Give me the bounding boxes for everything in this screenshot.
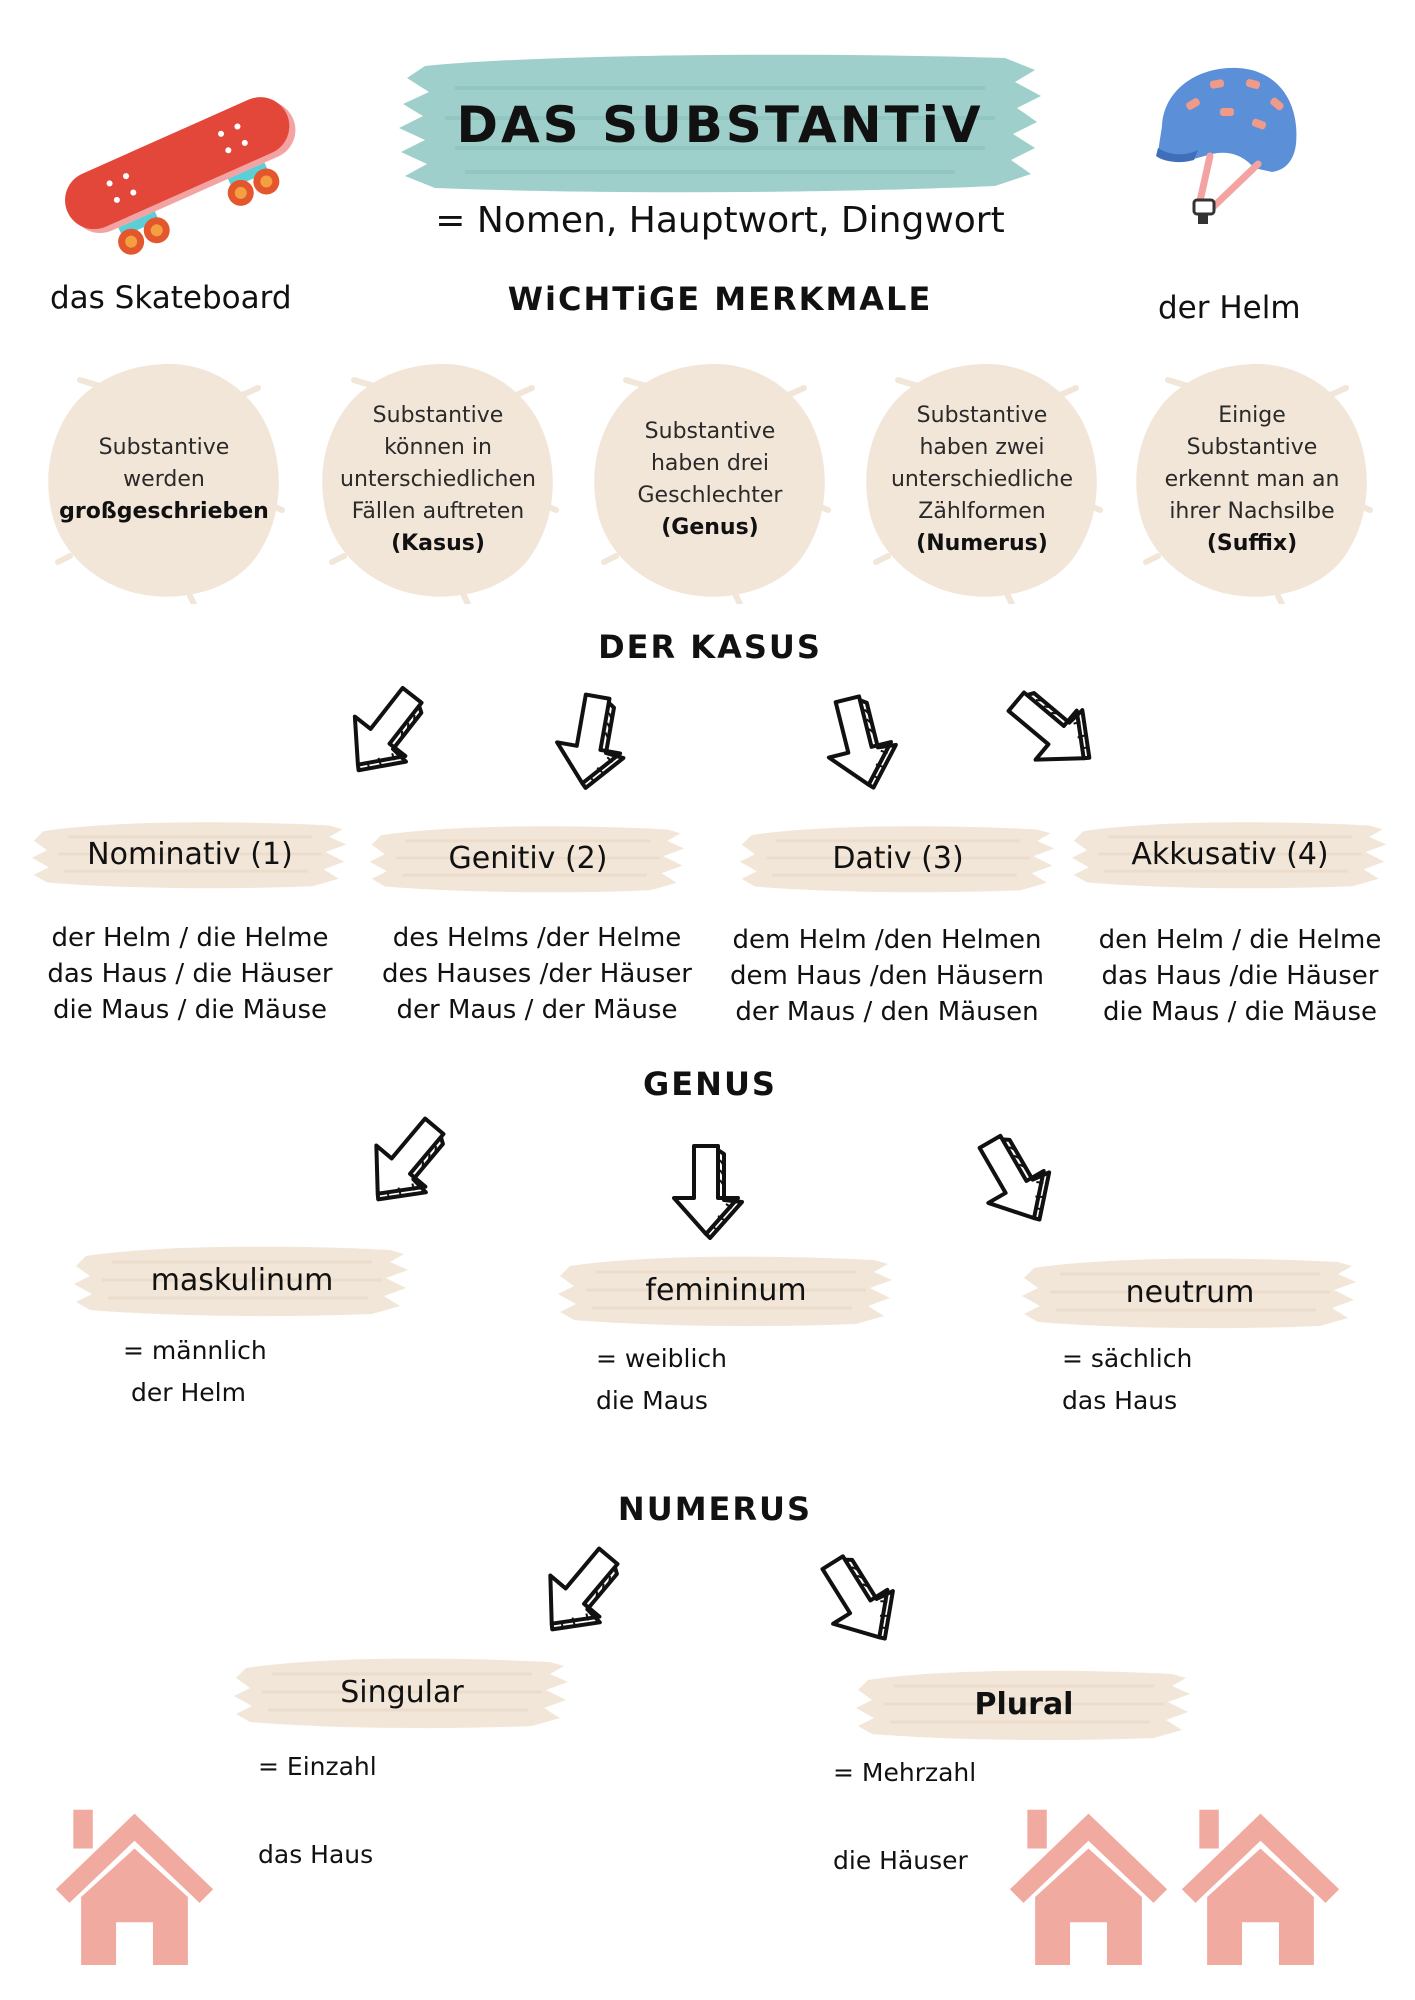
genus-example: die Maus (596, 1386, 708, 1415)
helmet-icon (1150, 60, 1310, 230)
case-examples-nominativ: der Helm / die Helme das Haus / die Häus… (30, 920, 350, 1028)
arrow-icon (980, 660, 1121, 801)
merkmal-circle-5: Einige Substantive erkennt man an ihrer … (1128, 356, 1376, 604)
merkmal-bold: (Kasus) (391, 531, 485, 556)
house-icon (1006, 1800, 1171, 1965)
example-line: die Maus / die Mäuse (52, 995, 328, 1025)
case-label-text: Nominativ (1) (87, 836, 293, 872)
example-line: der Maus / der Mäuse (396, 995, 678, 1025)
arrow-icon (336, 1090, 477, 1231)
case-label-text: Genitiv (2) (448, 840, 608, 876)
case-label-nominativ: Nominativ (1) (30, 816, 350, 892)
arrow-icon (656, 1140, 756, 1240)
merkmal-bold: (Numerus) (916, 531, 1048, 556)
example-line: dem Haus /den Häusern (729, 961, 1045, 991)
numerus-meaning: = Einzahl (258, 1752, 377, 1781)
house-icon (1178, 1800, 1343, 1965)
skateboard-caption: das Skateboard (50, 280, 292, 316)
merkmale-heading: WiCHTiGE MERKMALE (507, 280, 933, 318)
merkmal-text: Substantive haben zwei unterschiedliche … (890, 403, 1073, 524)
genus-label-maskulinum: maskulinum (72, 1240, 412, 1320)
house-icon (52, 1800, 217, 1965)
case-label-dativ: Dativ (3) (738, 820, 1058, 896)
numerus-example: die Häuser (833, 1846, 968, 1875)
genus-label-text: femininum (645, 1272, 807, 1308)
genus-label-text: maskulinum (150, 1262, 334, 1298)
page-title: DAS SUBSTANTiV (456, 96, 984, 154)
case-examples-dativ: dem Helm /den Helmen dem Haus /den Häuse… (722, 922, 1052, 1030)
case-label-text: Dativ (3) (832, 840, 964, 876)
numerus-label-text: Singular (340, 1674, 464, 1710)
arrow-icon (315, 660, 455, 800)
genus-heading: GENUS (643, 1065, 777, 1103)
title-brush (399, 54, 1041, 193)
page-subtitle: = Nomen, Hauptwort, Dingwort (435, 200, 1005, 241)
arrow-icon (944, 1112, 1081, 1249)
example-line: des Hauses /der Häuser (381, 959, 693, 989)
example-line: das Haus / die Häuser (47, 959, 333, 989)
merkmal-text: Substantive werden (98, 435, 230, 492)
arrow-icon (797, 681, 918, 802)
merkmal-circle-4: Substantive haben zwei unterschiedliche … (858, 356, 1106, 604)
example-line: das Haus /die Häuser (1101, 961, 1379, 991)
genus-meaning: = männlich (123, 1336, 267, 1365)
numerus-heading: NUMERUS (617, 1490, 813, 1528)
example-line: den Helm / die Helme (1098, 925, 1382, 955)
numerus-meaning: = Mehrzahl (833, 1758, 977, 1787)
example-line: der Helm / die Helme (51, 923, 329, 953)
merkmal-circle-2: Substantive können in unterschiedlichen … (314, 356, 562, 604)
numerus-label-text: Plural (974, 1686, 1074, 1722)
merkmal-bold: großgeschrieben (59, 499, 269, 524)
arrow-icon (510, 1520, 651, 1661)
merkmal-circle-1: Substantive werden großgeschrieben (40, 356, 288, 604)
genus-example: der Helm (131, 1378, 246, 1407)
case-examples-genitiv: des Helms /der Helme des Hauses /der Häu… (372, 920, 702, 1028)
arrow-icon (787, 1531, 925, 1669)
merkmal-text: Substantive können in unterschiedlichen … (340, 403, 536, 524)
case-examples-akkusativ: den Helm / die Helme das Haus /die Häuse… (1075, 922, 1405, 1030)
case-label-genitiv: Genitiv (2) (368, 820, 688, 896)
genus-meaning: = weiblich (596, 1344, 728, 1373)
genus-label-text: neutrum (1125, 1274, 1255, 1310)
kasus-heading: DER KASUS (598, 628, 822, 666)
case-label-akkusativ: Akkusativ (4) (1070, 816, 1390, 892)
numerus-example: das Haus (258, 1840, 374, 1869)
numerus-label-plural: Plural (854, 1664, 1194, 1744)
example-line: die Maus / die Mäuse (1102, 997, 1378, 1027)
merkmal-bold: (Suffix) (1206, 531, 1298, 556)
merkmal-text: Einige Substantive erkennt man an ihrer … (1164, 403, 1340, 524)
merkmal-bold: (Genus) (661, 515, 759, 540)
arrow-icon (532, 682, 648, 798)
genus-label-femininum: femininum (556, 1250, 896, 1330)
numerus-label-singular: Singular (232, 1652, 572, 1732)
genus-meaning: = sächlich (1062, 1344, 1193, 1373)
example-line: der Maus / den Mäusen (735, 997, 1039, 1027)
genus-label-neutrum: neutrum (1020, 1252, 1360, 1332)
merkmal-text: Substantive haben drei Geschlechter (637, 419, 783, 508)
skateboard-icon (48, 70, 308, 255)
helmet-caption: der Helm (1158, 290, 1301, 326)
case-label-text: Akkusativ (4) (1131, 836, 1329, 872)
example-line: dem Helm /den Helmen (732, 925, 1042, 955)
genus-example: das Haus (1062, 1386, 1178, 1415)
merkmal-circle-3: Substantive haben drei Geschlechter (Genu… (586, 356, 834, 604)
example-line: des Helms /der Helme (392, 923, 682, 953)
